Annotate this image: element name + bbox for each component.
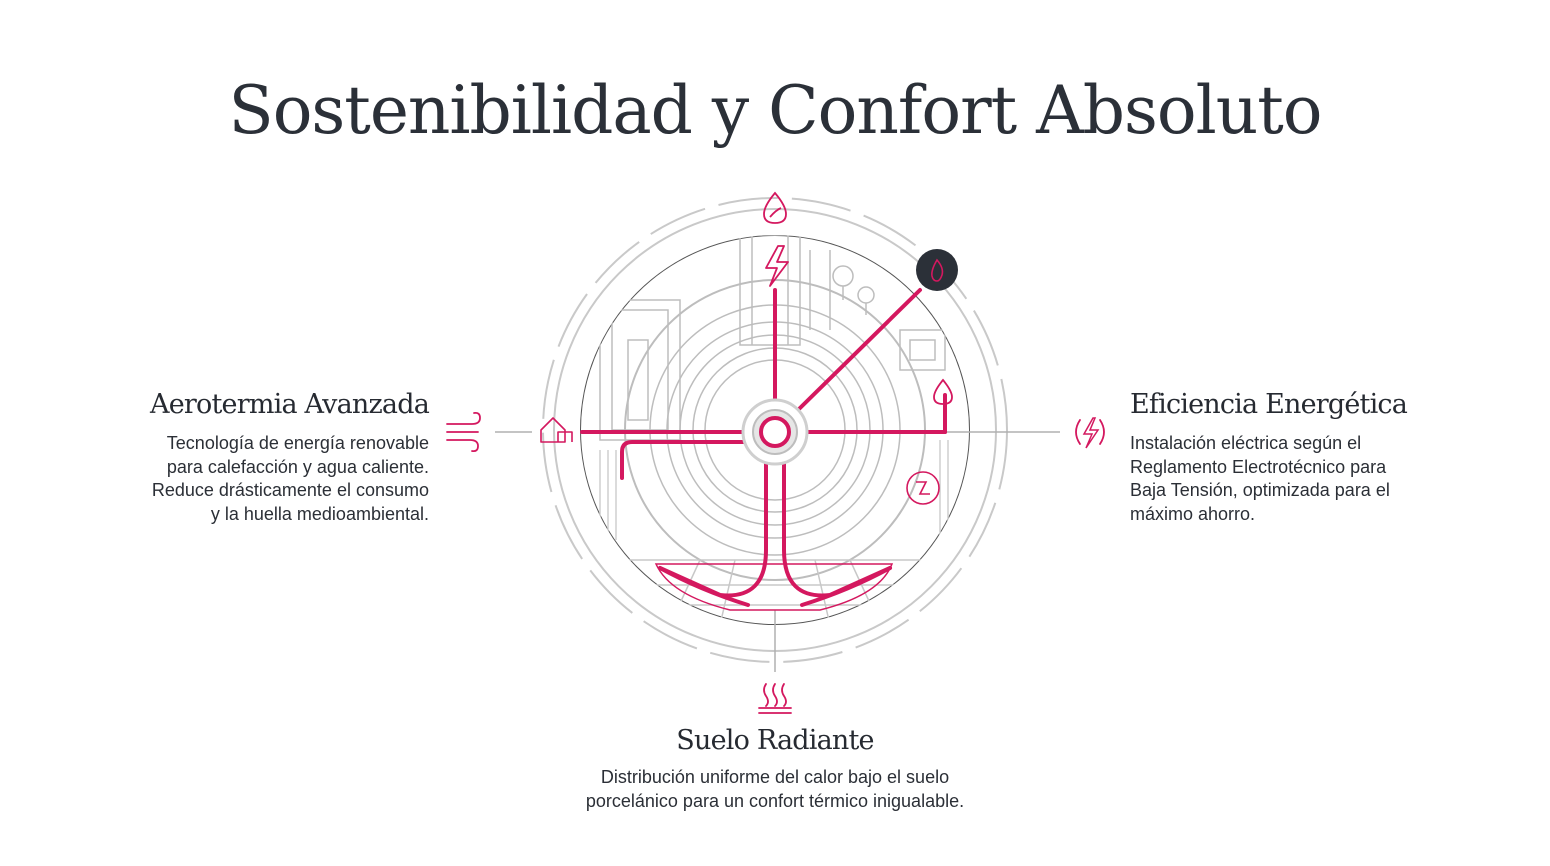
leaf-drop-icon <box>763 191 787 224</box>
energy-cycle-icon <box>1075 417 1105 449</box>
flame-icon <box>931 258 944 282</box>
recycle-icon <box>906 471 940 505</box>
feature-eficiencia: Eficiencia Energética Instalación eléctr… <box>1130 389 1460 526</box>
feature-description: Tecnología de energía renovable para cal… <box>99 432 429 526</box>
description-line: para calefacción y agua caliente. <box>166 456 429 477</box>
feature-heading: Eficiencia Energética <box>1130 389 1408 420</box>
description-line: máximo ahorro. <box>1130 503 1256 524</box>
center-hub <box>741 398 809 466</box>
description-line: porcelánico para un confort térmico inig… <box>585 790 965 811</box>
feature-heading: Suelo Radiante <box>676 725 874 756</box>
lightning-icon <box>765 245 789 287</box>
feature-description: Distribución uniforme del calor bajo el … <box>475 766 1075 813</box>
flame-node <box>916 249 958 291</box>
feature-heading: Aerotermia Avanzada <box>150 389 430 420</box>
description-line: Reglamento Electrotécnico para <box>1130 456 1387 477</box>
description-line: Tecnología de energía renovable <box>166 433 429 453</box>
underfloor-heat-icon <box>758 683 792 714</box>
trees-icon <box>832 265 875 315</box>
description-line: Instalación eléctrica según el <box>1130 433 1362 453</box>
feature-suelo-radiante: Suelo Radiante Distribución uniforme del… <box>475 725 1075 813</box>
description-line: y la huella medioambiental. <box>210 503 429 524</box>
connector-lines <box>495 431 1060 672</box>
feature-aerotermia: Aerotermia Avanzada Tecnología de energí… <box>99 389 430 526</box>
wind-icon <box>446 411 481 453</box>
description-line: Reduce drásticamente el consumo <box>151 480 429 500</box>
feature-description: Instalación eléctrica según el Reglament… <box>1130 432 1460 526</box>
heating-pipes <box>580 288 947 607</box>
page-title: Sostenibilidad y Confort Absoluto <box>228 72 1322 149</box>
description-line: Baja Tensión, optimizada para el <box>1130 480 1390 500</box>
description-line: Distribución uniforme del calor bajo el … <box>600 767 950 787</box>
plant-drop-icon <box>933 378 953 405</box>
house-icon <box>540 417 573 443</box>
pipe-fill-outline <box>654 563 894 611</box>
